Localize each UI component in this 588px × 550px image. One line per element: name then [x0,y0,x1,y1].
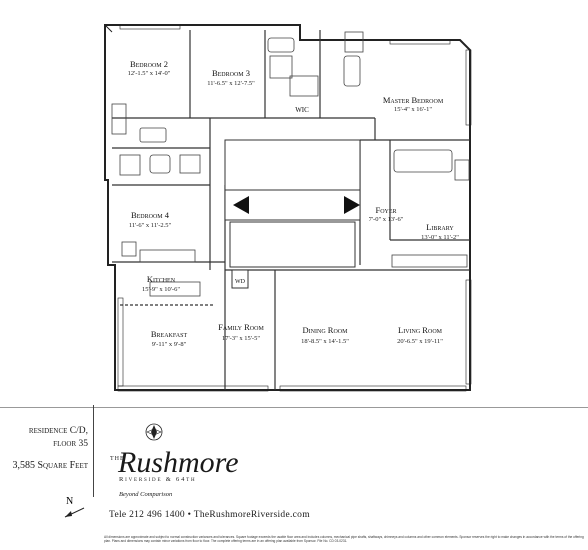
room-dim-kitchen: 15'-9" x 10'-6" [142,286,180,293]
room-dim-breakfast: 9'-11" x 9'-8" [152,341,187,348]
room-name-living: Living Room [398,325,443,335]
brand-tagline: Beyond Comparison [119,491,173,498]
room-name-dining: Dining Room [303,325,349,335]
room-name-bedroom2: Bedroom 2 [130,59,168,69]
room-dim-bedroom3: 11'-6.5" x 12'-7.5" [207,80,255,87]
room-dim-family: 17'-3" x 15'-5" [222,335,260,342]
room-name-wic: WIC [295,106,309,114]
room-dim-foyer: 7'-0" x 13'-6" [369,216,404,223]
room-name-bedroom3: Bedroom 3 [212,68,250,78]
residence-info: residence C/D, floor 35 3,585 Square Fee… [10,425,88,472]
brand-the: THE [110,456,125,462]
room-name-master: Master Bedroom [383,95,444,105]
floor-label: floor 35 [53,439,88,449]
brand-name: Rushmore [118,446,239,479]
north-label: N [66,496,73,507]
room-dim-dining: 18'-8.5" x 14'-1.5" [301,338,349,345]
floor-plan: Bedroom 2 12'-1.5" x 14'-0" Bedroom 3 11… [104,24,472,392]
room-name-bedroom4: Bedroom 4 [131,210,170,220]
room-name-breakfast: Breakfast [151,329,188,339]
north-arrow-icon: N [64,496,85,518]
room-dim-master: 15'-4" x 16'-1" [394,106,432,113]
room-dim-bedroom2: 12'-1.5" x 14'-0" [128,70,171,77]
room-dim-living: 20'-6.5" x 19'-11" [397,338,443,345]
square-feet-label: 3,585 Square Feet [12,460,88,471]
room-name-kitchen: Kitchen [147,274,176,284]
room-dim-library: 13'-0" x 11'-2" [421,234,459,241]
legal-disclaimer: All dimensions are approximate and subje… [104,535,584,544]
residence-label: residence C/D, [28,426,88,436]
vertical-divider [93,405,94,497]
room-name-wd: WD [235,279,246,285]
room-dim-bedroom4: 11'-6" x 11'-2.5" [129,222,172,229]
room-name-library: Library [426,222,454,232]
brand-location: Riverside & 64th [119,476,197,483]
room-name-family: Family Room [218,322,264,332]
contact-line: Tele 212 496 1400 • TheRushmoreRiverside… [109,510,310,520]
footer-divider [0,407,588,408]
rushmore-logo [145,423,163,441]
room-name-foyer: Foyer [375,205,396,215]
